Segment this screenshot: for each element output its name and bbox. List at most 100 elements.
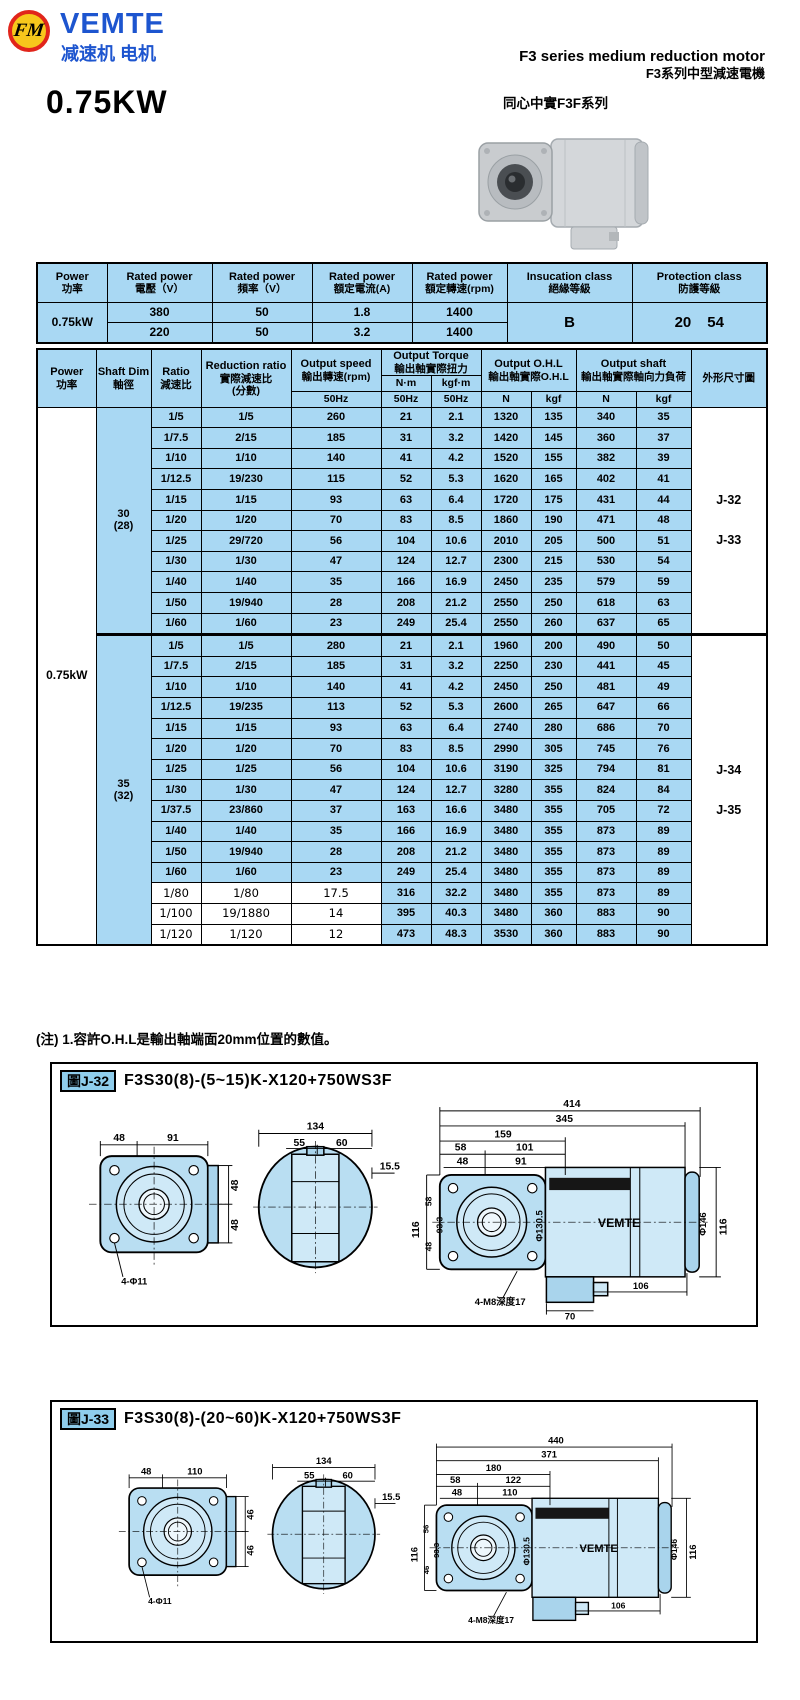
col-torque-kgfm: kgf·m [430,374,482,392]
spec-cell: 473 [380,923,432,946]
spec-cell: 873 [575,841,637,863]
svg-text:345: 345 [556,1114,574,1125]
spec-cell: 28 [290,841,382,863]
spec-cell: 23 [290,612,382,636]
svg-text:91: 91 [167,1133,179,1144]
spec-cell: 19/235 [200,697,292,719]
spec-cell: 135 [530,406,577,429]
spec-cell: 63 [380,717,432,740]
spec-cell: 1/60 [150,612,202,636]
sub-load-kgf: kgf [635,390,692,408]
svg-text:116: 116 [719,1218,730,1235]
spec-cell: 165 [530,468,577,491]
spec-cell: 21.2 [430,592,482,614]
spec-cell: 705 [575,799,637,822]
spec-cell: 1/30 [200,550,292,573]
svg-text:55: 55 [304,1470,314,1481]
spec-cell: 3480 [480,861,532,884]
spec-cell: 1/5 [150,406,202,429]
spec-cell: 1/12.5 [150,468,202,491]
svg-text:15.5: 15.5 [380,1161,400,1172]
spec-cell: 51 [635,530,692,552]
cell: 3.2 [311,322,413,344]
spec-cell: 65 [635,612,692,636]
svg-text:48: 48 [457,1157,469,1168]
series-note: 同心中實F3F系列 [503,96,609,111]
spec-cell: 1/80 [200,882,292,904]
spec-cell: 382 [575,447,637,470]
spec-cell: 3530 [480,923,532,946]
spec-cell: 44 [635,489,692,511]
spec-cell: 647 [575,697,637,719]
spec-cell: 59 [635,571,692,594]
spec-cell: 90 [635,902,692,925]
spec-cell: 41 [635,468,692,491]
spec-cell: 54 [635,550,692,573]
svg-text:440: 440 [548,1435,564,1446]
power-value: 0.75kW [36,406,97,946]
spec-cell: 90 [635,923,692,946]
spec-cell: 305 [530,738,577,760]
spec-cell: 1/30 [150,779,202,801]
spec-cell: 249 [380,612,432,636]
spec-cell: 208 [380,841,432,863]
svg-text:60: 60 [342,1470,352,1481]
svg-text:Φ146: Φ146 [697,1212,708,1235]
spec-cell: 89 [635,820,692,843]
spec-cell: 200 [530,633,577,657]
spec-cell: 1/7.5 [150,655,202,678]
spec-cell: 3480 [480,799,532,822]
spec-cell: 235 [530,571,577,594]
spec-cell: 2/15 [200,655,292,678]
svg-text:70: 70 [565,1310,575,1321]
spec-cell: 260 [530,612,577,636]
spec-cell: 63 [635,592,692,614]
spec-cell: 1/25 [200,758,292,781]
spec-cell: 70 [290,738,382,760]
insulation-class: B [506,302,633,344]
spec-cell: 208 [380,592,432,614]
spec-cell: 637 [575,612,637,636]
spec-cell: 113 [290,697,382,719]
spec-cell: 1/50 [150,592,202,614]
cell: 50 [211,322,313,344]
svg-text:58: 58 [423,1196,433,1206]
sub-ohl-n: N [480,390,532,408]
svg-text:48: 48 [113,1133,125,1144]
spec-cell: 355 [530,779,577,801]
spec-cell: 3480 [480,820,532,843]
spec-cell: 84 [635,779,692,801]
spec-cell: 530 [575,550,637,573]
spec-cell: 32.2 [430,882,482,904]
spec-cell: 29/720 [200,530,292,552]
spec-cell: 1/100 [150,902,202,925]
spec-cell: 49 [635,676,692,699]
svg-text:134: 134 [316,1455,332,1466]
spec-cell: 41 [380,447,432,470]
spec-cell: 1/20 [150,509,202,532]
spec-cell: 12.7 [430,779,482,801]
spec-cell: 794 [575,758,637,781]
spec-cell: 47 [290,550,382,573]
svg-text:58: 58 [450,1474,460,1485]
spec-cell: 48 [635,509,692,532]
spec-cell: 89 [635,882,692,904]
svg-text:414: 414 [563,1099,581,1110]
spec-cell: 76 [635,738,692,760]
